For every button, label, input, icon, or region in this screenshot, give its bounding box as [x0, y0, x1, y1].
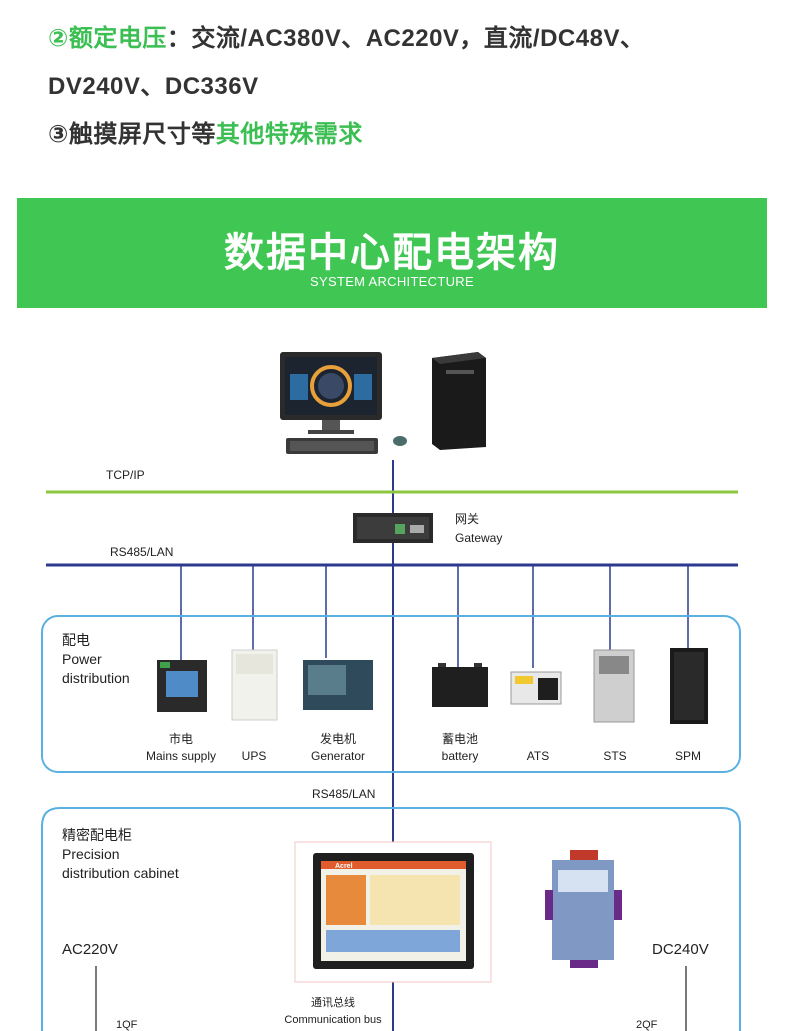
power-group-en1: Power — [62, 651, 102, 667]
battery-icon — [432, 663, 488, 707]
cabinet-group-en2: distribution cabinet — [62, 865, 179, 881]
cabinet-group-cn: 精密配电柜 — [62, 827, 132, 843]
spm-icon — [670, 648, 708, 724]
cabinet-group-en1: Precision — [62, 846, 120, 862]
sts-icon — [593, 649, 635, 723]
power-meter-icon — [157, 660, 207, 712]
precision-cabinet-box — [41, 807, 741, 1031]
dc-voltage-label: DC240V — [652, 941, 709, 958]
device-label-en: battery — [442, 749, 479, 763]
device-label-en: Mains supply — [146, 749, 216, 763]
mouse-icon — [393, 436, 407, 446]
server-tower-icon — [432, 352, 486, 450]
architecture-diagram: TCP/IP 网关 Gateway RS485/LAN 配电 Power dis… — [41, 352, 741, 1031]
rs485-mid-label: RS485/LAN — [312, 787, 375, 801]
comm-bus-label-en: Communication bus — [284, 1014, 382, 1026]
touchscreen-icon: Acrel — [313, 853, 474, 969]
breaker-2qf-label: 2QF — [636, 1019, 658, 1031]
device-label-en: UPS — [242, 749, 267, 763]
device-labels: 市电 Mains supply UPS 发电机 Generator 蓄电池 ba… — [146, 731, 701, 763]
ac-voltage-label: AC220V — [62, 941, 118, 958]
monitor-icon — [280, 352, 382, 434]
device-label-en: ATS — [527, 749, 549, 763]
comm-bus-label-cn: 通讯总线 — [311, 995, 355, 1009]
spec-line-voltage-cont: DV240V、DC336V — [48, 73, 259, 100]
spec-line-voltage: ②额定电压：交流/AC380V、AC220V，直流/DC48V、 — [48, 18, 644, 53]
device-label-en: SPM — [675, 749, 701, 763]
device-label-cn: 市电 — [169, 731, 193, 746]
banner-subtitle: SYSTEM ARCHITECTURE — [310, 274, 474, 289]
gateway-icon — [353, 513, 433, 543]
spec-text: ③触摸屏尺寸等 — [48, 121, 216, 148]
power-group-cn: 配电 — [62, 632, 90, 648]
spec-line-touchscreen: ③触摸屏尺寸等其他特殊需求 — [48, 114, 363, 149]
device-drop-lines — [180, 565, 689, 668]
banner-title: 数据中心配电架构 — [224, 231, 560, 275]
power-group-en2: distribution — [62, 670, 130, 686]
section-banner: 数据中心配电架构 SYSTEM ARCHITECTURE — [17, 198, 767, 308]
device-label-cn: 蓄电池 — [442, 732, 478, 746]
spec-highlight: 额定电压 — [68, 25, 167, 52]
generator-icon — [303, 660, 373, 710]
gateway-label-en: Gateway — [455, 531, 502, 545]
device-label-en: STS — [603, 749, 626, 763]
screen-brand: Acrel — [335, 863, 353, 870]
spec-number: ② — [48, 25, 69, 52]
rs485-label: RS485/LAN — [110, 545, 173, 559]
ups-icon — [231, 649, 278, 721]
device-label-en: Generator — [311, 749, 365, 763]
breaker-1qf-label: 1QF — [116, 1019, 138, 1031]
power-distribution-box — [41, 615, 741, 773]
spec-text: ：交流/AC380V、AC220V，直流/DC48V、 — [166, 25, 645, 52]
spec-highlight: 其他特殊需求 — [215, 121, 363, 148]
ats-icon — [510, 671, 562, 705]
module-device-icon — [545, 850, 622, 968]
gateway-label-cn: 网关 — [455, 512, 479, 526]
keyboard-icon — [286, 438, 378, 454]
device-label-cn: 发电机 — [320, 731, 356, 746]
tcp-label: TCP/IP — [106, 468, 145, 482]
